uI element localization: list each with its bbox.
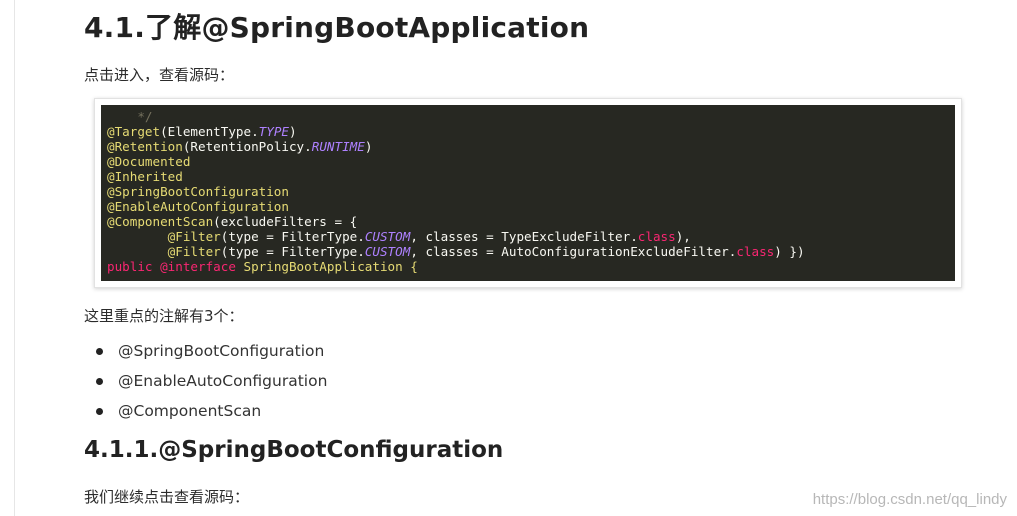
list-item-text: @ComponentScan [118, 402, 262, 420]
list-item: @ComponentScan [94, 400, 327, 430]
code-token: ) }) [774, 244, 805, 259]
code-token: @Retention [107, 139, 183, 154]
page-left-rule [14, 0, 15, 516]
code-token: @Filter [167, 244, 221, 259]
list-item: @SpringBootConfiguration [94, 340, 327, 370]
code-token: TYPE [258, 124, 289, 139]
code-line: @Target(ElementType.TYPE) [107, 124, 955, 139]
code-token: @interface [160, 259, 244, 274]
intro-paragraph: 点击进入，查看源码： [84, 66, 235, 84]
annotations-summary-paragraph: 这里重点的注解有3个： [84, 307, 244, 325]
code-line: @Filter(type = FilterType.CUSTOM, classe… [107, 244, 955, 259]
section-heading-4-1: 4.1.了解@SpringBootApplication [84, 11, 590, 44]
code-line: @Retention(RetentionPolicy.RUNTIME) [107, 139, 955, 154]
code-token: @Inherited [107, 169, 183, 184]
code-token [107, 229, 168, 244]
code-line: @Documented [107, 154, 955, 169]
code-token: SpringBootApplication { [243, 259, 418, 274]
code-token: @Filter [167, 229, 221, 244]
code-token: CUSTOM [364, 229, 411, 244]
code-token: @Documented [107, 154, 191, 169]
code-token: , classes = AutoConfigurationExcludeFilt… [410, 244, 737, 259]
watermark-url: https://blog.csdn.net/qq_lindy [812, 491, 1007, 508]
code-token: , classes = TypeExcludeFilter. [410, 229, 638, 244]
annotation-list: @SpringBootConfiguration @EnableAutoConf… [94, 340, 327, 430]
code-token: public [107, 259, 161, 274]
code-token: @SpringBootConfiguration [107, 184, 289, 199]
code-line: @Filter(type = FilterType.CUSTOM, classe… [107, 229, 955, 244]
code-token: @Target [107, 124, 161, 139]
code-token: (type = FilterType. [220, 244, 365, 259]
code-token: ) [364, 139, 373, 154]
code-token: @EnableAutoConfiguration [107, 199, 289, 214]
code-token: @ComponentScan [107, 214, 214, 229]
code-token: RUNTIME [311, 139, 365, 154]
section-heading-4-1-1: 4.1.1.@SpringBootConfiguration [84, 437, 504, 463]
code-line: @ComponentScan(excludeFilters = { [107, 214, 955, 229]
continue-paragraph: 我们继续点击查看源码： [84, 488, 250, 506]
bullet-icon [96, 348, 103, 355]
code-text: */@Target(ElementType.TYPE)@Retention(Re… [101, 105, 955, 274]
code-line: */ [107, 109, 955, 124]
code-line: @SpringBootConfiguration [107, 184, 955, 199]
code-token: (excludeFilters = { [213, 214, 358, 229]
code-line: @EnableAutoConfiguration [107, 199, 955, 214]
code-token: CUSTOM [364, 244, 411, 259]
code-screenshot-frame: */@Target(ElementType.TYPE)@Retention(Re… [94, 98, 962, 288]
list-item-text: @EnableAutoConfiguration [118, 372, 328, 390]
code-token: (RetentionPolicy. [182, 139, 312, 154]
bullet-icon [96, 408, 103, 415]
code-token: */ [107, 109, 153, 124]
code-token: class [637, 229, 676, 244]
code-token: ), [675, 229, 691, 244]
code-token: ) [289, 124, 297, 139]
list-item-text: @SpringBootConfiguration [118, 342, 325, 360]
code-token: (type = FilterType. [220, 229, 365, 244]
list-item: @EnableAutoConfiguration [94, 370, 327, 400]
code-token: class [736, 244, 775, 259]
code-line: @Inherited [107, 169, 955, 184]
bullet-icon [96, 378, 103, 385]
code-block: */@Target(ElementType.TYPE)@Retention(Re… [101, 105, 955, 281]
code-line: public @interface SpringBootApplication … [107, 259, 955, 274]
code-token [107, 244, 168, 259]
code-token: (ElementType. [160, 124, 259, 139]
